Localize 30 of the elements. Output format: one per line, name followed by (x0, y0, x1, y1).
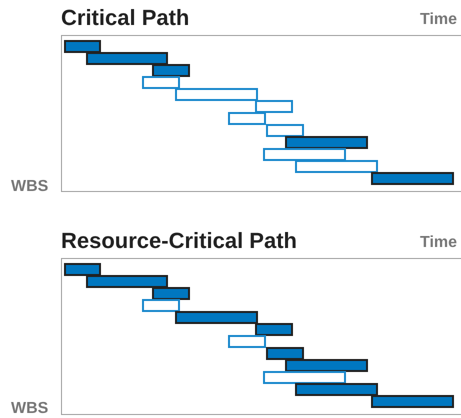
task-bar (263, 371, 346, 384)
task-bar (142, 299, 180, 312)
critical-task-bar (371, 172, 454, 185)
critical-task-bar (255, 323, 293, 336)
critical-task-bar (86, 275, 168, 288)
critical-task-bar (371, 395, 454, 408)
critical-task-bar (295, 383, 378, 396)
critical-task-bar (152, 64, 190, 77)
chart-title: Critical Path (61, 7, 190, 29)
task-bar (295, 160, 378, 173)
axis-label: Time (420, 235, 458, 251)
chart-title: Resource-Critical Path (61, 230, 297, 252)
task-bar (142, 76, 180, 89)
critical-task-bar (152, 287, 190, 300)
critical-task-bar (175, 311, 258, 324)
critical-task-bar (285, 359, 368, 372)
task-bar (228, 112, 266, 125)
task-bar (266, 124, 304, 137)
axis-label: WBS (11, 179, 48, 195)
task-bar (255, 100, 293, 113)
critical-task-bar (64, 40, 101, 53)
task-bar (175, 88, 258, 101)
critical-task-bar (86, 52, 168, 65)
task-bar (228, 335, 266, 348)
axis-label: Time (420, 12, 458, 28)
critical-task-bar (64, 263, 101, 276)
critical-task-bar (266, 347, 304, 360)
critical-task-bar (285, 136, 368, 149)
axis-label: WBS (11, 401, 48, 417)
task-bar (263, 148, 346, 161)
